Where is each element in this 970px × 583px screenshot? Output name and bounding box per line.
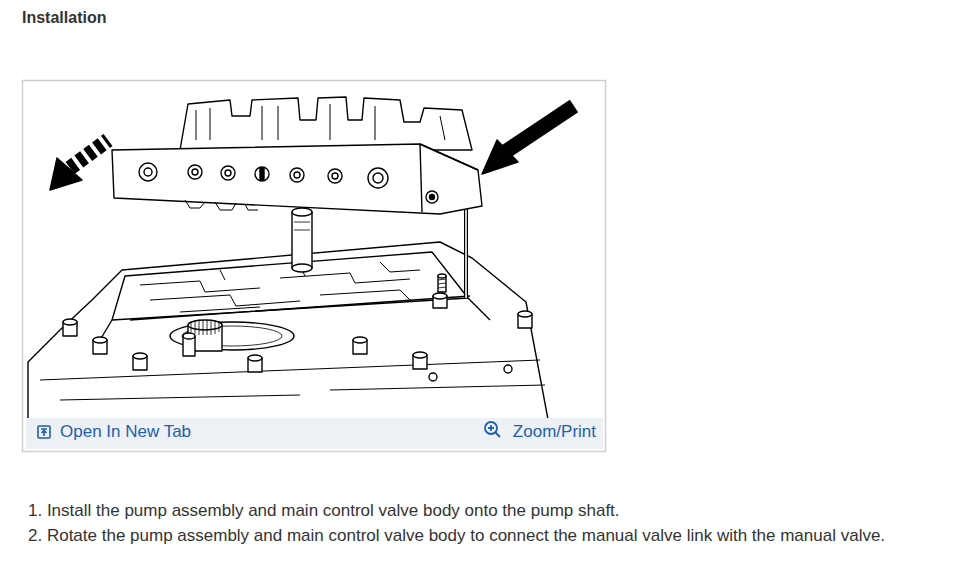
step-text: 2. Rotate the pump assembly and main con… (28, 526, 885, 546)
zoom-icon (485, 422, 500, 437)
open-tab-icon (38, 426, 50, 438)
image-toolbar (26, 418, 603, 449)
section-heading: Installation (22, 8, 106, 28)
toolbar-link: Open In New Tab (60, 422, 191, 442)
toolbar-link: Zoom/Print (513, 422, 596, 442)
step-text: 1. Install the pump assembly and main co… (28, 501, 620, 521)
bolts (63, 274, 532, 381)
image-frame (23, 81, 606, 452)
pump-valve-drawing (28, 97, 574, 418)
pump-shaft (292, 208, 312, 272)
